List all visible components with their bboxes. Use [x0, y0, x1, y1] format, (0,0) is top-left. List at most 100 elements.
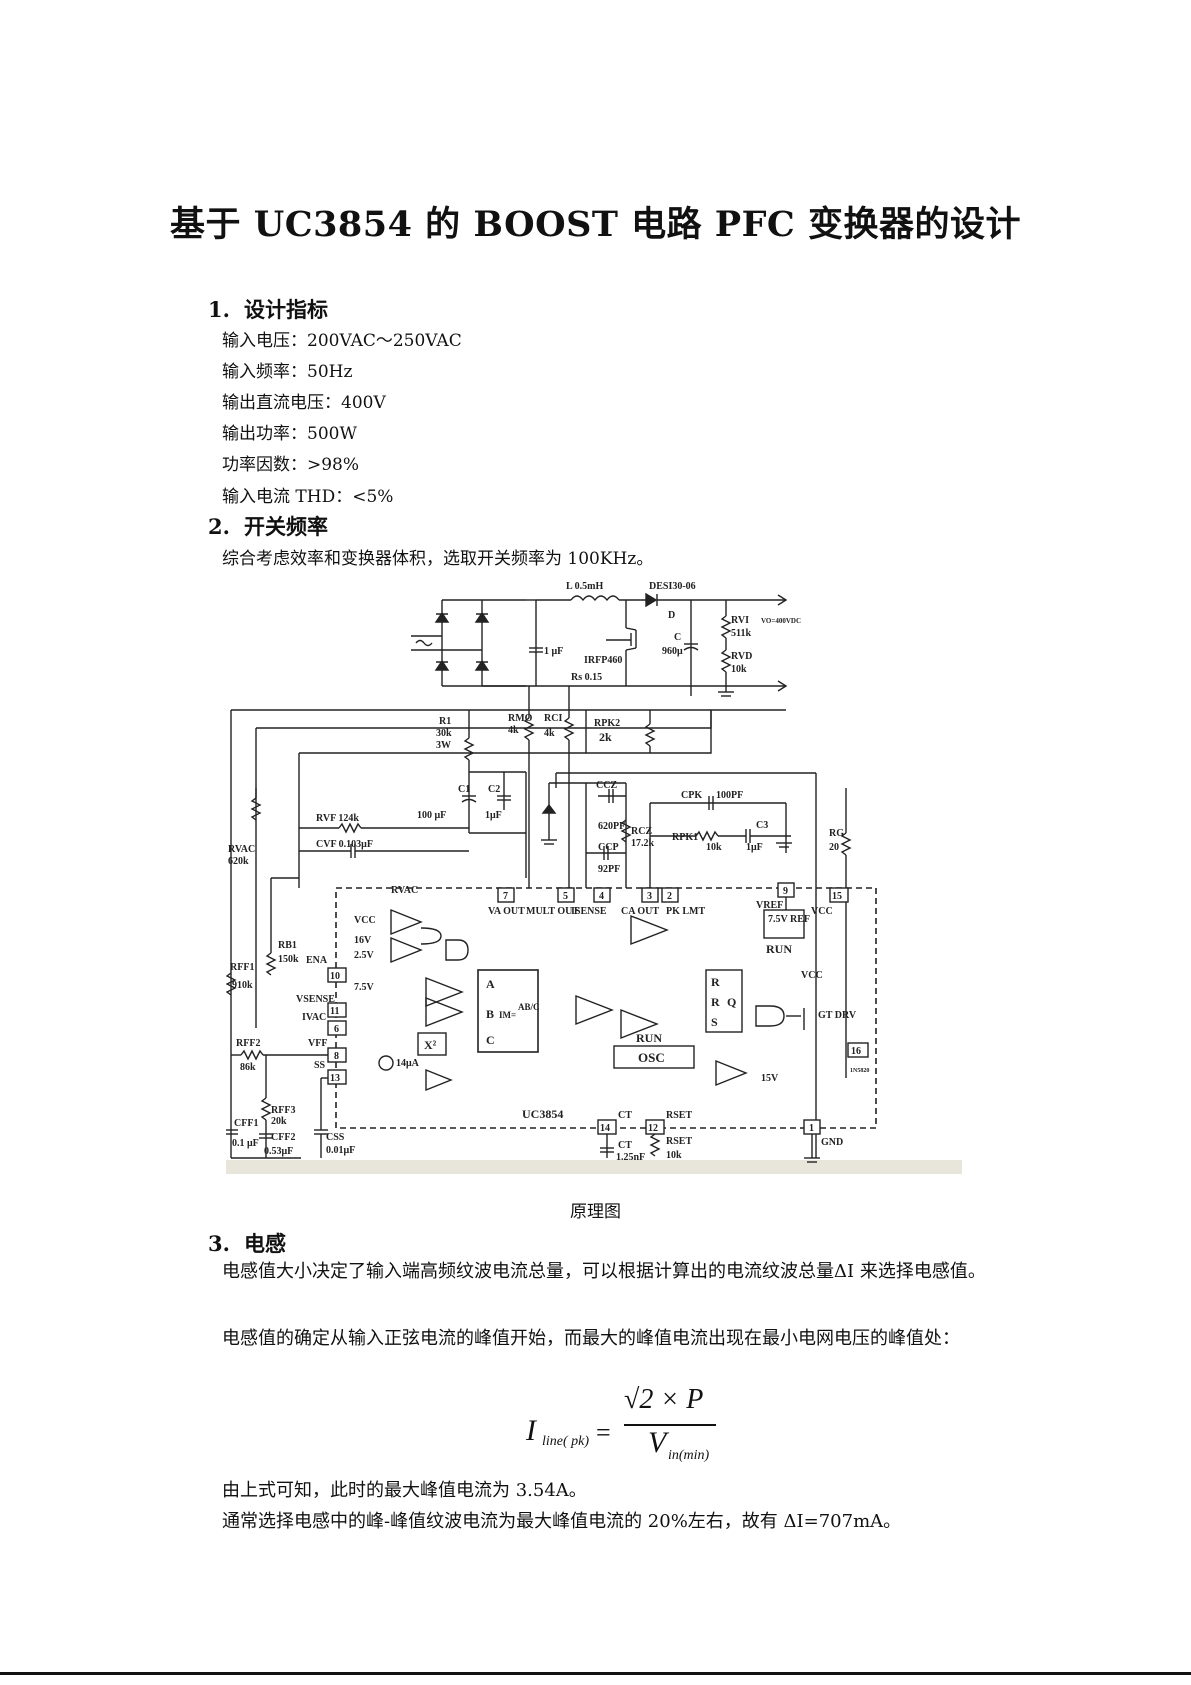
label-c1uf: 1 μF — [544, 646, 563, 657]
label-rvac-value: 620k — [228, 856, 249, 867]
label-r1-watt: 3W — [436, 740, 451, 751]
label-vref: VREF — [756, 900, 783, 911]
label-rb1-value: 150k — [278, 954, 299, 965]
label-im: IM= — [499, 1010, 516, 1020]
label-rpk1-value: 10k — [706, 842, 722, 853]
label-rb1: RB1 — [278, 940, 297, 951]
label-gt-drv: GT DRV — [818, 1010, 857, 1021]
section-number: 1. — [208, 297, 230, 322]
label-15v: 15V — [761, 1073, 779, 1084]
multiplier-block — [477, 969, 539, 1053]
label-ab-c: AB/C — [518, 1002, 540, 1012]
label-rset: RSET — [666, 1136, 692, 1147]
formula-numerator: √2 × P — [624, 1384, 704, 1415]
pin-11: 11 — [330, 1006, 339, 1017]
label-rg: RG — [829, 828, 844, 839]
label-rpk2-value: 2k — [599, 730, 612, 744]
label-diode: D — [668, 610, 675, 621]
page-title: 基于 UC3854 的 BOOST 电路 PFC 变换器的设计 — [170, 204, 1021, 245]
section-title: 电感 — [244, 1231, 286, 1256]
label-mult-b: B — [486, 1007, 494, 1021]
label-vcc-top: VCC — [811, 906, 833, 917]
pin-3: 3 — [647, 891, 652, 902]
label-ct-pin: CT — [618, 1110, 632, 1121]
pin-2: 2 — [667, 891, 672, 902]
label-ca-out: CA OUT — [621, 906, 659, 917]
label-mult-out: MULT OUT — [526, 906, 579, 917]
label-rg-value: 20 — [829, 842, 839, 853]
paragraph-inductance-3: 由上式可知，此时的最大峰值电流为 3.54A。 — [222, 1480, 587, 1501]
section-1-heading: 1. 设计指标 — [208, 294, 328, 324]
label-rvf: RVF 124k — [316, 813, 359, 824]
label-rvi-value: 511k — [731, 628, 751, 639]
label-css-value: 0.01μF — [326, 1145, 355, 1156]
label-rff1: RFF1 — [230, 962, 254, 973]
label-bvac: RVAC — [391, 885, 418, 896]
pin-13: 13 — [330, 1073, 340, 1084]
label-isense: ISENSE — [571, 906, 607, 917]
label-rff2-value: 86k — [240, 1062, 256, 1073]
label-rvd: RVD — [731, 651, 752, 662]
label-c2-value: 1μF — [485, 810, 502, 821]
label-rmo: RMO — [508, 713, 533, 724]
label-rpk2: RPK2 — [594, 718, 620, 729]
label-c2: C2 — [488, 784, 500, 795]
label-output-cap-value: 960μ — [662, 646, 683, 657]
sr-latch — [705, 969, 743, 1033]
spec-item: 功率因数：>98% — [222, 455, 360, 475]
section-title: 设计指标 — [244, 297, 328, 322]
label-rff1-value: 910k — [232, 980, 253, 991]
label-pk-lmt: PK LMT — [666, 906, 705, 917]
bottom-border — [0, 1672, 1191, 1675]
paragraph-inductance-2: 电感值的确定从输入正弦电流的峰值开始，而最大的峰值电流出现在最小电网电压的峰值处… — [222, 1328, 960, 1349]
label-latch-s: S — [711, 1015, 718, 1029]
formula-denominator: V — [648, 1426, 667, 1459]
pin-5: 5 — [563, 891, 568, 902]
label-2-5v: 2.5V — [354, 950, 375, 961]
section-2-heading: 2.开关频率 — [208, 511, 328, 541]
label-rset-pin: RSET — [666, 1110, 692, 1121]
label-latch-r: R — [711, 975, 720, 989]
label-r1: R1 — [439, 716, 451, 727]
schematic-diagram: 1 μF L 0.5mH DESI30-06 D C 960μ IRFP460 … — [226, 581, 962, 1174]
label-css: CSS — [326, 1132, 345, 1143]
label-mult-c: C — [486, 1033, 495, 1047]
label-ic: UC3854 — [522, 1107, 563, 1121]
pin-1: 1 — [809, 1123, 814, 1134]
label-mosfet: IRFP460 — [584, 655, 622, 666]
label-ena: ENA — [306, 955, 328, 966]
pin-14: 14 — [600, 1123, 610, 1134]
ic-left-pins: 10 11 6 8 13 — [327, 967, 347, 1085]
label-rpk1: RPK1 — [672, 832, 698, 843]
square-block — [417, 1032, 447, 1056]
label-cff1-value: 0.1 μF — [232, 1138, 259, 1149]
label-rvd-value: 10k — [731, 664, 747, 675]
label-vo: VO=400VDC — [761, 617, 801, 625]
pin-4: 4 — [599, 891, 604, 902]
formula-equals: = — [596, 1418, 611, 1447]
section-3-heading: 3.电感 — [208, 1228, 286, 1258]
label-c3-value: 1μF — [746, 842, 763, 853]
label-vff: VFF — [308, 1038, 327, 1049]
label-cvf: CVF 0.103μF — [316, 839, 373, 850]
pin-8: 8 — [334, 1051, 339, 1062]
label-run-top: RUN — [766, 942, 792, 956]
oscillator-block — [613, 1045, 695, 1069]
label-output-cap: C — [674, 632, 681, 643]
label-ccz: CCZ — [596, 780, 617, 791]
label-16v: 16V — [354, 935, 372, 946]
label-osc: OSC — [638, 1050, 665, 1065]
label-va-out: VA OUT — [488, 906, 525, 917]
label-cff2-value: 0.53μF — [264, 1146, 293, 1157]
label-vcc-mid: VCC — [801, 970, 823, 981]
inductor-symbol — [570, 595, 620, 602]
label-rci: RCI — [544, 713, 562, 724]
label-rcz-value: 17.2k — [631, 838, 655, 849]
label-rmo-value: 4k — [508, 725, 519, 736]
scan-shadow-strip — [226, 1160, 962, 1174]
label-r1-value: 30k — [436, 728, 452, 739]
pin-6: 6 — [334, 1024, 339, 1035]
paragraph-inductance-4: 通常选择电感中的峰-峰值纹波电流为最大峰值电流的 20%左右，故有 ΔI=707… — [222, 1511, 902, 1532]
label-rff3: RFF3 — [271, 1105, 295, 1116]
